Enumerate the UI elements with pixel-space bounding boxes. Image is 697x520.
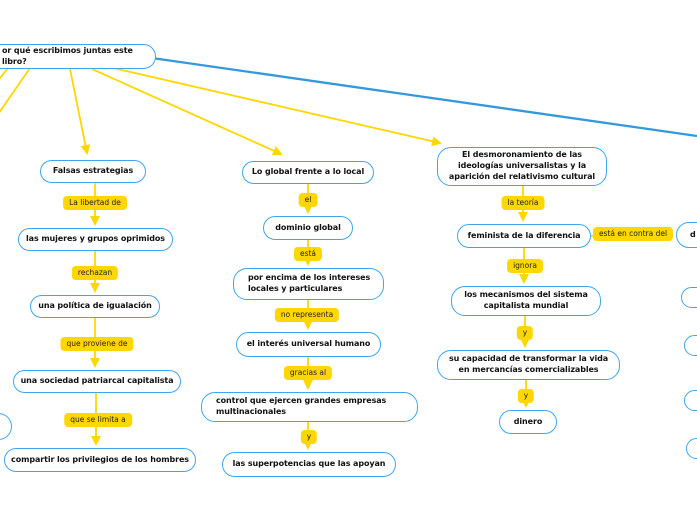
node-capacidad-transformar[interactable]: su capacidad de transformar la vida en m…	[437, 350, 620, 380]
node-control-empresas[interactable]: control que ejercen grandes empresas mul…	[201, 392, 418, 422]
edge-label-y-derecha-2[interactable]: y	[517, 389, 535, 404]
edge-label-ignora[interactable]: ignora	[507, 259, 543, 274]
node-dinero[interactable]: dinero	[499, 410, 557, 434]
node-por-encima-intereses[interactable]: por encima de los intereses locales y pa…	[233, 268, 384, 300]
edge-label-y-medio[interactable]: y	[300, 430, 318, 445]
edge-label-que-se-limita-a[interactable]: que se limita a	[64, 413, 132, 428]
node-root-question[interactable]: or qué escribimos juntas este libro?	[0, 44, 156, 69]
node-cut-right-3[interactable]	[684, 335, 697, 356]
node-politica-igualacion[interactable]: una política de igualación	[30, 295, 160, 318]
edge-label-la-teoria[interactable]: la teoría	[501, 196, 545, 211]
node-superpotencias[interactable]: las superpotencias que las apoyan	[222, 452, 396, 477]
node-dominio-global[interactable]: dominio global	[263, 216, 353, 240]
connector-line	[69, 68, 91, 155]
connector-line	[0, 67, 9, 80]
edge-label-no-representa[interactable]: no representa	[274, 308, 340, 323]
edge-label-la-libertad-de[interactable]: La libertad de	[63, 196, 127, 211]
node-cut-right-5[interactable]	[686, 438, 697, 459]
node-cut-right-1[interactable]: d	[676, 222, 697, 248]
node-cut-right-4[interactable]	[684, 390, 697, 411]
connector-line	[91, 68, 283, 156]
connector-line	[0, 67, 31, 114]
edge-label-que-proviene-de[interactable]: que proviene de	[60, 337, 134, 352]
edge-label-rechazan[interactable]: rechazan	[71, 266, 119, 281]
node-lo-global-frente-local[interactable]: Lo global frente a lo local	[242, 161, 374, 184]
node-cut-left-1[interactable]	[0, 413, 12, 440]
node-interes-universal[interactable]: el interés universal humano	[236, 332, 381, 357]
connector-line	[112, 67, 442, 147]
connector-line	[151, 56, 697, 138]
node-sociedad-patriarcal[interactable]: una sociedad patriarcal capitalista	[13, 370, 181, 393]
edge-label-esta[interactable]: está	[293, 247, 323, 262]
node-feminista-diferencia[interactable]: feminista de la diferencia	[457, 224, 591, 248]
node-cut-right-2[interactable]	[681, 287, 697, 308]
node-falsas-estrategias[interactable]: Falsas estrategias	[40, 160, 146, 183]
edge-label-el[interactable]: el	[298, 193, 318, 208]
edge-label-esta-en-contra-del[interactable]: está en contra del	[592, 227, 674, 242]
node-mecanismos-sistema[interactable]: los mecanismos del sistema capitalista m…	[451, 286, 601, 316]
node-desmoronamiento-ideologias[interactable]: El desmoronamiento de las ideologías uni…	[437, 147, 607, 186]
edge-label-gracias-al[interactable]: gracias al	[283, 366, 333, 381]
node-compartir-privilegios[interactable]: compartir los privilegios de los hombres	[4, 448, 196, 472]
edge-label-y-derecha-1[interactable]: y	[516, 326, 534, 341]
node-mujeres-grupos-oprimidos[interactable]: las mujeres y grupos oprimidos	[18, 228, 173, 251]
